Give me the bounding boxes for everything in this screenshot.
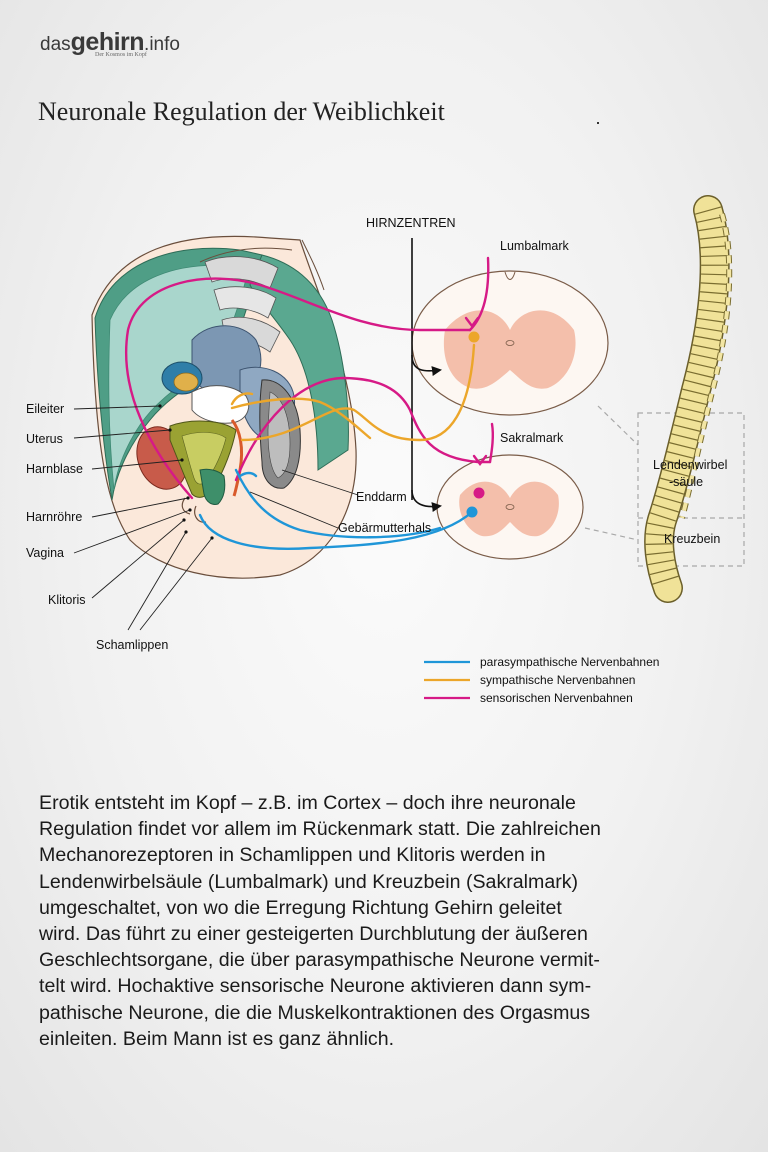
paragraph-line: einleiten. Beim Mann ist es ganz ähnlich… (39, 1027, 395, 1050)
label-harnblase: Harnblase (26, 462, 83, 476)
label-uterus: Uterus (26, 432, 63, 446)
label-kreuzbein: Kreuzbein (664, 532, 720, 546)
vagina (199, 468, 226, 505)
leader-lines (73, 405, 359, 631)
label-sakralmark: Sakralmark (500, 431, 564, 445)
description-paragraph: Erotik entsteht im Kopf – z.B. im Cortex… (39, 790, 739, 1052)
label-enddarm: Enddarm (356, 490, 407, 504)
label-vagina: Vagina (26, 546, 64, 560)
legend-label-parasympathetic: parasympathische Nervenbahnen (480, 655, 659, 669)
paragraph-line: umgeschaltet, von wo die Erregung Richtu… (39, 896, 562, 919)
sacral-sensory-neuron (473, 487, 485, 499)
sympathetic-pathways (230, 343, 476, 442)
label-lumbalmark: Lumbalmark (500, 239, 570, 253)
page-title: Neuronale Regulation der Weiblichkeit (38, 97, 445, 126)
label-hirnzentren: HIRNZENTREN (366, 216, 456, 230)
paragraph-line: wird. Das führt zu einer gesteigerten Du… (39, 923, 588, 946)
logo-part-das: das (40, 34, 71, 55)
legend: parasympathische Nervenbahnen sympathisc… (424, 655, 659, 705)
paragraph-line: telt wird. Hochaktive sensorische Neuron… (39, 975, 592, 998)
paragraph-line: Mechanorezeptoren in Schamlippen und Kli… (39, 844, 546, 867)
paragraph-line: Geschlechtsorgane, die über parasympathi… (39, 949, 600, 972)
logo-part-info: .info (144, 34, 180, 55)
lumbar-cord-section (411, 270, 609, 416)
anatomy-diagram: HIRNZENTREN Lumbalmark Sakralmark Lenden… (26, 195, 745, 705)
logo-part-gehirn: gehirn (70, 28, 145, 56)
label-lendenwirbelsaeule-1: Lendenwirbel (653, 458, 727, 472)
uterus-body (191, 385, 250, 424)
sacral-parasympathetic-neuron (466, 506, 478, 518)
parasympathetic-pathways (198, 468, 474, 550)
logo-tagline: Der Kosmos im Kopf (95, 52, 147, 58)
paragraph-line: Regulation findet vor allem im Rückenmar… (39, 818, 601, 841)
stray-dot (597, 122, 599, 124)
paragraph-line: Erotik entsteht im Kopf – z.B. im Cortex… (39, 792, 576, 814)
legend-label-sensory: sensorischen Nervenbahnen (480, 691, 633, 705)
label-eileiter: Eileiter (26, 402, 64, 416)
label-lendenwirbelsaeule-2: -säule (669, 475, 703, 489)
sensory-pathways (124, 256, 495, 500)
logo[interactable]: dasgehirn.info Der Kosmos im Kopf (40, 28, 180, 58)
label-klitoris: Klitoris (48, 593, 86, 607)
paragraph-line: Lendenwirbelsäule (Lumbalmark) und Kreuz… (39, 870, 579, 893)
label-schamlippen: Schamlippen (96, 638, 168, 652)
paragraph-line: pathische Neurone, die die Muskelkontrak… (39, 1001, 591, 1024)
lumbar-sympathetic-neuron (468, 331, 480, 343)
spine-callout (584, 405, 745, 567)
label-harnroehre: Harnröhre (26, 510, 82, 524)
vertebral-column (644, 195, 733, 603)
label-gebaermutterhals: Gebärmutterhals (338, 521, 431, 535)
sacral-cord-section (436, 454, 584, 560)
legend-label-sympathetic: sympathische Nervenbahnen (480, 673, 635, 687)
